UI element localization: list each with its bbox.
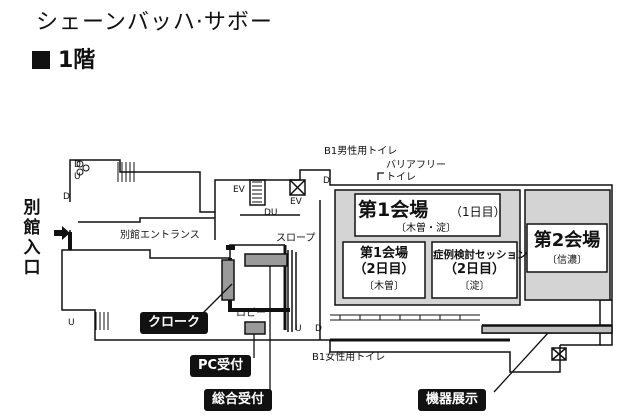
ev-label-left: EV	[233, 185, 245, 195]
d-label-lobby: D	[315, 324, 322, 334]
venue-title: シェーンバッハ·サボー	[36, 10, 273, 35]
partition-lobby	[214, 212, 300, 240]
hall1-day2-name: 第1会場	[359, 246, 409, 261]
annex-entrance-char-3: 入	[23, 238, 41, 258]
hall1-day2-room: 〔木曽〕	[364, 281, 404, 292]
du-label: DU	[264, 208, 278, 218]
floor-heading: 1階	[32, 42, 95, 74]
u-label-top: U	[74, 172, 81, 182]
hall1-day1-room: 〔木曽・淀〕	[396, 223, 456, 234]
restroom-strip	[330, 314, 480, 321]
d-label-center: D	[323, 176, 330, 186]
annex-corridor-top	[78, 217, 215, 223]
wall-east-lower	[600, 300, 613, 346]
hall1-day1-box	[354, 193, 501, 237]
barrier-free-leader	[377, 172, 384, 180]
pc-reception-callout: PC受付	[190, 355, 252, 377]
barrier-free-restroom-label-2: トイレ	[386, 172, 416, 183]
equipment-exhibition-callout: 機器展示	[418, 389, 487, 411]
barrier-free-restroom-label-1: バリアフリー	[386, 160, 446, 171]
u-label-bottom: U	[68, 318, 75, 328]
stairs-bottom	[95, 312, 109, 330]
b1-womens-restroom-label: B1女性用トイレ	[312, 352, 386, 363]
annex-entrance-char-1: 別	[23, 198, 41, 218]
stairs-ev	[252, 181, 262, 203]
pc-reception-desk	[244, 321, 266, 335]
hall2-name: 第2会場	[533, 230, 601, 251]
exhibit-fill	[481, 325, 613, 334]
exhibit-leader	[493, 332, 549, 393]
shaft-ev-left	[249, 179, 266, 206]
phone-icon	[226, 245, 235, 250]
hall2-box	[526, 223, 608, 273]
hall1-day1-day: （1日目）	[450, 205, 506, 219]
slope	[287, 250, 297, 332]
d-label-top: D	[74, 160, 81, 170]
ev-label-right: EV	[290, 197, 302, 207]
hall1-day2-box	[342, 241, 426, 299]
lobby-label: ロビー	[236, 308, 266, 319]
hall2-room: 〔信濃〕	[547, 255, 587, 266]
d-label-annex: D	[63, 192, 70, 202]
case-session-box	[431, 241, 518, 299]
cloak-callout: クローク	[140, 312, 209, 334]
annex-corridor	[70, 244, 285, 259]
square-bullet-icon	[32, 51, 50, 69]
annex-entrance-char-2: 館	[23, 218, 41, 238]
restroom-detail	[339, 315, 461, 320]
case-session-day: （2日目）	[443, 262, 506, 277]
b1-mens-restroom-label: B1男性用トイレ	[324, 146, 398, 157]
floor-label: 1階	[58, 48, 96, 73]
annex-entrance-char-4: 口	[23, 258, 41, 278]
cloak-counter	[221, 259, 235, 301]
shaft-ev-right	[289, 179, 306, 196]
stairs-left	[117, 162, 135, 182]
stair-circle-icons	[76, 160, 90, 176]
slope-label: スロープ	[276, 233, 316, 244]
general-reception-counter	[244, 253, 288, 267]
case-session-name: 症例検討セッション	[433, 249, 528, 261]
hall1-day2-day: （2日目）	[353, 262, 415, 277]
ev-box-bottom	[551, 347, 567, 361]
general-reception-callout: 総合受付	[204, 389, 273, 411]
annex-entrance-label: 別館エントランス	[120, 230, 200, 241]
cloak-leader	[199, 283, 233, 317]
u-label-lobby: U	[295, 324, 302, 334]
annex-arrow-icon	[54, 226, 70, 240]
hall1-day1-name: 第1会場	[358, 199, 429, 221]
case-session-room: 〔淀〕	[459, 281, 490, 292]
outer-wall-south	[61, 230, 561, 373]
